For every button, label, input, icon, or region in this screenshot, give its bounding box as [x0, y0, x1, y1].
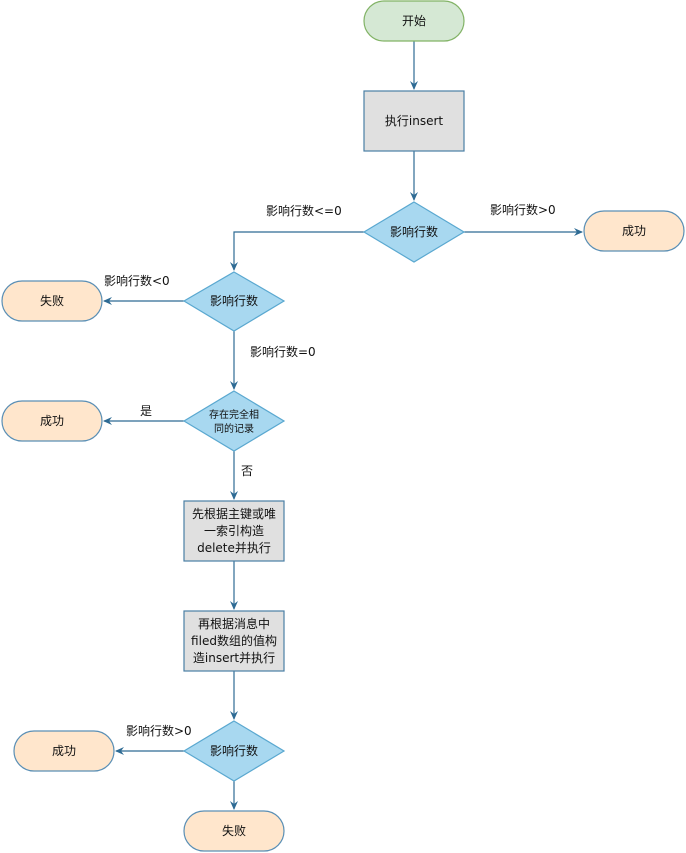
decision1-node: 影响行数: [362, 201, 466, 263]
edge-label-yes: 是: [140, 404, 152, 418]
decision3-label-line1: 存在完全相: [209, 408, 259, 421]
fail2-node: 失败: [183, 810, 285, 852]
edge-label-lt0: 影响行数<0: [104, 273, 170, 288]
success1-label: 成功: [622, 224, 646, 238]
fail1-node: 失败: [1, 280, 103, 322]
insert-process-line3: 造insert并执行: [193, 651, 275, 665]
success3-node: 成功: [13, 730, 115, 772]
success3-label: 成功: [52, 744, 76, 758]
insert-process-node: 再根据消息中 filed数组的值构 造insert并执行: [183, 610, 285, 672]
decision4-label: 影响行数: [210, 743, 258, 758]
delete-process-node: 先根据主键或唯 一索引构造 delete并执行: [183, 500, 285, 562]
delete-process-line2: 一索引构造: [204, 523, 264, 538]
edges: [103, 41, 583, 810]
delete-process-line1: 先根据主键或唯: [192, 507, 276, 521]
decision2-node: 影响行数: [182, 271, 286, 332]
insert-process-line1: 再根据消息中: [198, 616, 270, 631]
decision4-node: 影响行数: [182, 720, 286, 782]
edge-label-lte0: 影响行数<=0: [266, 203, 342, 218]
edge-label-eq0: 影响行数=0: [250, 344, 316, 359]
insert-process-line2: filed数组的值构: [191, 633, 277, 648]
exec-insert-label: 执行insert: [385, 114, 444, 128]
success2-node: 成功: [1, 400, 103, 442]
success2-label: 成功: [40, 414, 64, 428]
exec-insert-node: 执行insert: [363, 90, 465, 152]
decision1-label: 影响行数: [390, 224, 438, 239]
fail2-label: 失败: [222, 823, 246, 838]
edge-label-no: 否: [241, 464, 253, 478]
edge-label-gt0-1: 影响行数>0: [490, 202, 556, 217]
delete-process-line3: delete并执行: [197, 541, 271, 555]
edge-decision1-to-decision2: [230, 231, 364, 271]
decision3-node: 存在完全相 同的记录: [182, 390, 286, 452]
start-node: 开始: [363, 0, 465, 42]
decision2-label: 影响行数: [210, 293, 258, 308]
edge-label-gt0-2: 影响行数>0: [126, 723, 192, 738]
fail1-label: 失败: [40, 293, 64, 308]
start-label: 开始: [402, 14, 426, 28]
success1-node: 成功: [583, 210, 685, 252]
decision3-label-line2: 同的记录: [214, 422, 254, 435]
